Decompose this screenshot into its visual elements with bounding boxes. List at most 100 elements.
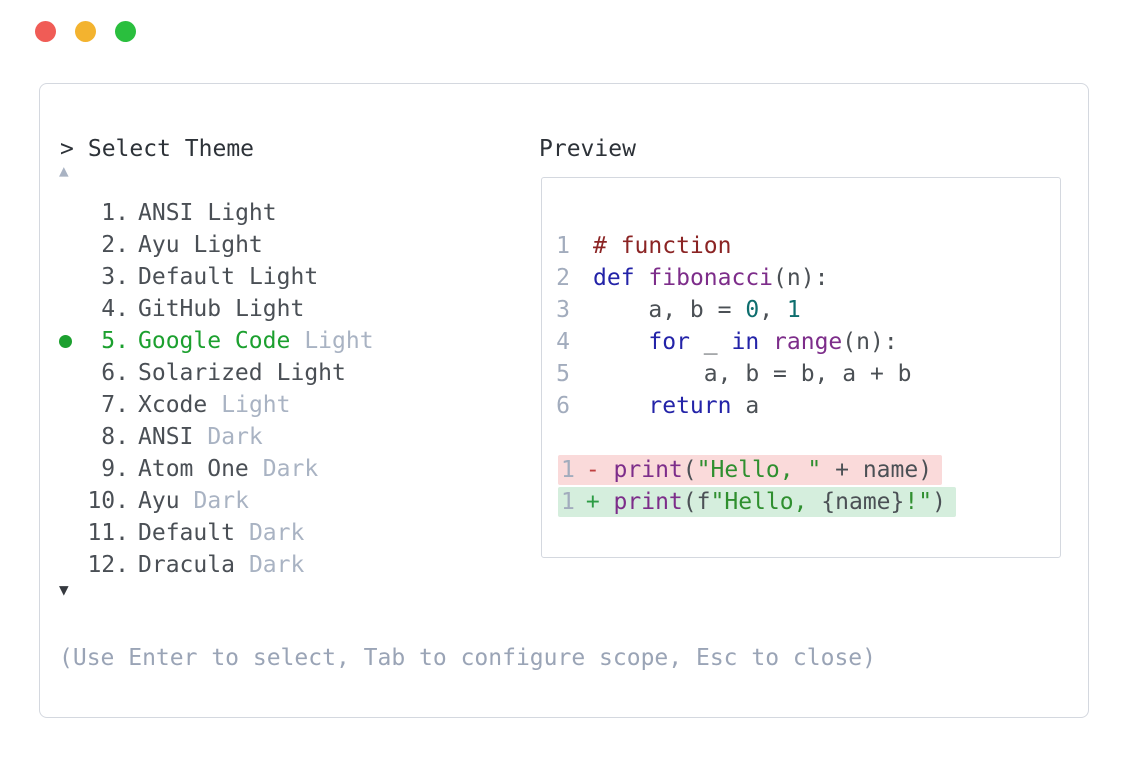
token-plain [593, 329, 648, 355]
close-button-icon[interactable] [35, 21, 56, 42]
bullet-slot [59, 239, 72, 252]
token-plain: (n): [773, 265, 829, 291]
token-plain: , [759, 297, 787, 323]
bullet-slot [59, 559, 72, 572]
code-line: 5 a, b = b, a + b [542, 358, 1060, 390]
token-title: print [613, 457, 683, 483]
theme-variant: Dark [248, 520, 305, 546]
theme-name: Dracula [138, 552, 235, 578]
token-plain: a [731, 393, 760, 419]
token-plain [635, 265, 649, 291]
token-keyword: for [648, 329, 690, 355]
theme-option[interactable]: 10. Ayu Dark [40, 485, 520, 517]
theme-variant: Dark [207, 424, 263, 450]
scroll-up-icon[interactable]: ▲ [59, 161, 69, 180]
theme-name: Google Code [138, 328, 291, 354]
token-plain: a, b = b, a + b [593, 361, 912, 387]
code-text: def fibonacci(n): [593, 265, 828, 291]
code-line: 4 for _ in range(n): [542, 326, 1060, 358]
theme-name: Default [138, 264, 235, 290]
token-title: print [613, 489, 683, 515]
theme-name: ANSI [138, 200, 194, 226]
token-plain: ) [932, 489, 946, 515]
scroll-down-icon[interactable]: ▼ [59, 580, 69, 599]
theme-number: 8. [101, 424, 129, 450]
theme-name: Ayu [138, 488, 180, 514]
theme-number: 9. [101, 456, 129, 482]
token-plain: a, b = [593, 297, 746, 323]
theme-number: 1. [101, 200, 129, 226]
code-text: for _ in range(n): [593, 329, 898, 355]
code-line: 3 a, b = 0, 1 [542, 294, 1060, 326]
code-line: 6 return a [542, 390, 1060, 422]
theme-name: ANSI [138, 424, 194, 450]
token-title: fibonacci [648, 265, 774, 291]
theme-option[interactable]: 8. ANSI Dark [40, 421, 520, 453]
diff-plus-sign: + [572, 489, 614, 515]
bullet-slot [59, 463, 72, 476]
token-title: range [773, 329, 843, 355]
prompt-chevron-icon: > [60, 136, 74, 162]
bullet-slot [59, 271, 72, 284]
theme-variant: Light [276, 360, 346, 386]
token-plain [759, 329, 773, 355]
selected-bullet-icon [59, 334, 72, 348]
token-number: 0 [745, 297, 760, 323]
minimize-button-icon[interactable] [75, 21, 96, 42]
code-line: 1# function [542, 230, 1060, 262]
theme-name: GitHub [138, 296, 222, 322]
token-string: "Hello, " [696, 457, 822, 483]
code-line: 2 def fibonacci(n): [542, 262, 1060, 294]
theme-name: Solarized [138, 360, 263, 386]
bullet-slot [59, 495, 72, 508]
theme-number: 7. [101, 392, 129, 418]
theme-name: Ayu [138, 232, 180, 258]
theme-variant: Light [248, 264, 319, 290]
token-keyword: in [731, 329, 760, 355]
line-number: 1 [561, 457, 575, 483]
theme-number: 12. [87, 552, 129, 578]
code-text: return a [593, 393, 759, 419]
zoom-button-icon[interactable] [115, 21, 136, 42]
line-number: 2 [556, 265, 570, 291]
theme-option[interactable]: 1. ANSI Light [40, 197, 520, 229]
theme-variant: Dark [193, 488, 249, 514]
code-text: a, b = b, a + b [593, 361, 912, 387]
theme-number: 10. [87, 488, 129, 514]
theme-number: 5. [101, 328, 129, 354]
line-number: 5 [556, 361, 570, 387]
theme-number: 11. [87, 520, 129, 546]
preview-label: Preview [539, 136, 636, 162]
bullet-slot [59, 303, 72, 316]
token-plain: (n): [842, 329, 898, 355]
token-keyword: def [593, 265, 635, 291]
diff-minus-sign: - [572, 457, 614, 483]
theme-number: 2. [101, 232, 129, 258]
bullet-slot [59, 431, 72, 444]
token-keyword: return [648, 393, 732, 419]
line-number: 1 [556, 233, 570, 259]
theme-number: 4. [101, 296, 129, 322]
prompt-line: >Select Theme [60, 133, 254, 165]
theme-variant: Light [207, 200, 277, 226]
theme-option[interactable]: 11. Default Dark [40, 517, 520, 549]
diff-line-added: 1 + print(f"Hello, {name}!") [542, 486, 1060, 518]
theme-name: Xcode [138, 392, 208, 418]
theme-name: Atom One [138, 456, 249, 482]
token-string: "Hello, [710, 489, 822, 515]
window-controls [35, 21, 136, 42]
theme-name: Default [138, 520, 235, 546]
code-text: a, b = 0, 1 [593, 297, 800, 323]
line-number: 1 [561, 489, 575, 515]
